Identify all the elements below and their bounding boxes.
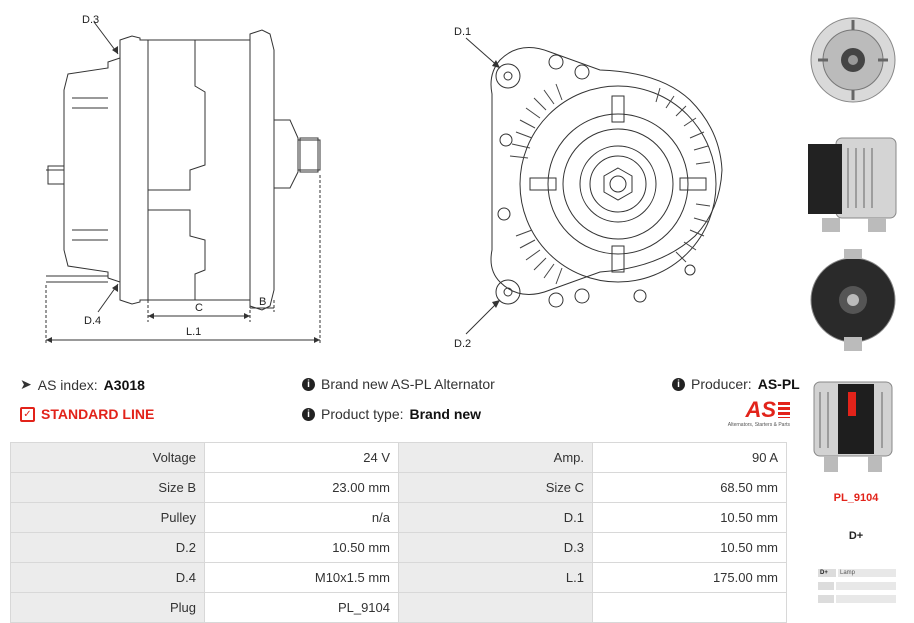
technical-drawing — [45, 21, 723, 345]
legend-key: D+ — [818, 569, 836, 577]
table-row: Pulley n/a D.1 10.50 mm — [10, 502, 787, 533]
logo-text: AS — [745, 397, 776, 422]
table-row: Voltage 24 V Amp. 90 A — [10, 442, 787, 473]
legend-row-empty — [818, 582, 896, 590]
product-type-value: Brand new — [409, 406, 482, 422]
specs-table: Voltage 24 V Amp. 90 A Size B 23.00 mm S… — [10, 442, 787, 623]
table-row: D.4 M10x1.5 mm L.1 175.00 mm — [10, 562, 787, 593]
legend-cell — [818, 582, 834, 590]
logo-stripes — [778, 402, 790, 418]
spec-value: M10x1.5 mm — [204, 562, 399, 593]
spec-value: PL_9104 — [204, 592, 399, 623]
as-pl-logo: AS Alternators, Starters & Parts — [716, 397, 790, 428]
tag-icon: ➤ — [20, 376, 32, 392]
spec-label: D.3 — [398, 532, 593, 563]
d2-label: D.2 — [454, 338, 472, 350]
brand-text: Brand new AS-PL Alternator — [321, 376, 495, 392]
legend-row: D+ Lamp — [818, 569, 896, 577]
spec-label: Size B — [10, 472, 205, 503]
legend-desc: Lamp — [838, 569, 896, 577]
d3-label: D.3 — [82, 14, 100, 26]
info-icon: i — [672, 377, 685, 391]
alternator-regulator-photo[interactable] — [808, 362, 898, 480]
info-icon: i — [302, 407, 315, 421]
spec-label: Voltage — [10, 442, 205, 473]
spec-label — [398, 592, 593, 623]
standard-line-label: STANDARD LINE — [41, 406, 155, 422]
spec-label: Pulley — [10, 502, 205, 533]
spec-label: Plug — [10, 592, 205, 623]
table-row: Plug PL_9104 — [10, 592, 787, 623]
c-dimension-label: C — [195, 302, 203, 314]
spec-label: L.1 — [398, 562, 593, 593]
spec-value: 10.50 mm — [592, 532, 787, 563]
spec-value: 24 V — [204, 442, 399, 473]
legend-cell — [818, 595, 834, 603]
as-index-label: AS index: — [37, 376, 98, 393]
spec-label: D.1 — [398, 502, 593, 533]
spec-label: D.2 — [10, 532, 205, 563]
table-row: Size B 23.00 mm Size C 68.50 mm — [10, 472, 787, 503]
plug-code-link[interactable]: PL_9104 — [833, 492, 879, 504]
spec-value: n/a — [204, 502, 399, 533]
product-line: ✓ STANDARD LINE — [20, 406, 154, 422]
as-index-value: A3018 — [103, 376, 145, 393]
logo-tagline: Alternators, Starters & Parts — [727, 422, 790, 428]
spec-value: 175.00 mm — [592, 562, 787, 593]
l1-dimension-label: L.1 — [186, 326, 202, 338]
spec-label: Size C — [398, 472, 593, 503]
legend-cell — [836, 582, 896, 590]
product-type-label: Product type: — [321, 406, 404, 422]
legend-row-empty — [818, 595, 896, 603]
legend-cell — [836, 595, 896, 603]
terminal-legend: D+ Lamp — [818, 569, 896, 603]
product-type: i Product type: Brand new — [302, 406, 481, 422]
producer-label: Producer: — [691, 376, 752, 392]
alternator-front-photo[interactable] — [808, 10, 898, 110]
spec-value: 10.50 mm — [592, 502, 787, 533]
b-dimension-label: B — [259, 296, 267, 308]
spec-value: 90 A — [592, 442, 787, 473]
spec-value: 23.00 mm — [204, 472, 399, 503]
spec-label: D.4 — [10, 562, 205, 593]
producer: i Producer: AS-PL — [672, 376, 800, 392]
d4-label: D.4 — [84, 315, 102, 327]
spec-value: 68.50 mm — [592, 472, 787, 503]
as-index: ➤ AS index: A3018 — [20, 376, 145, 393]
table-row: D.2 10.50 mm D.3 10.50 mm — [10, 532, 787, 563]
checkbox-icon: ✓ — [20, 406, 35, 422]
alternator-side-photo[interactable] — [808, 118, 898, 238]
spec-label: Amp. — [398, 442, 593, 473]
spec-value — [592, 592, 787, 623]
info-icon: i — [302, 377, 315, 391]
alternator-rear-photo[interactable] — [808, 245, 898, 355]
brand-info: i Brand new AS-PL Alternator — [302, 376, 495, 392]
d1-label: D.1 — [454, 26, 472, 38]
spec-value: 10.50 mm — [204, 532, 399, 563]
terminal-label: D+ — [848, 530, 864, 542]
producer-value: AS-PL — [757, 376, 800, 392]
